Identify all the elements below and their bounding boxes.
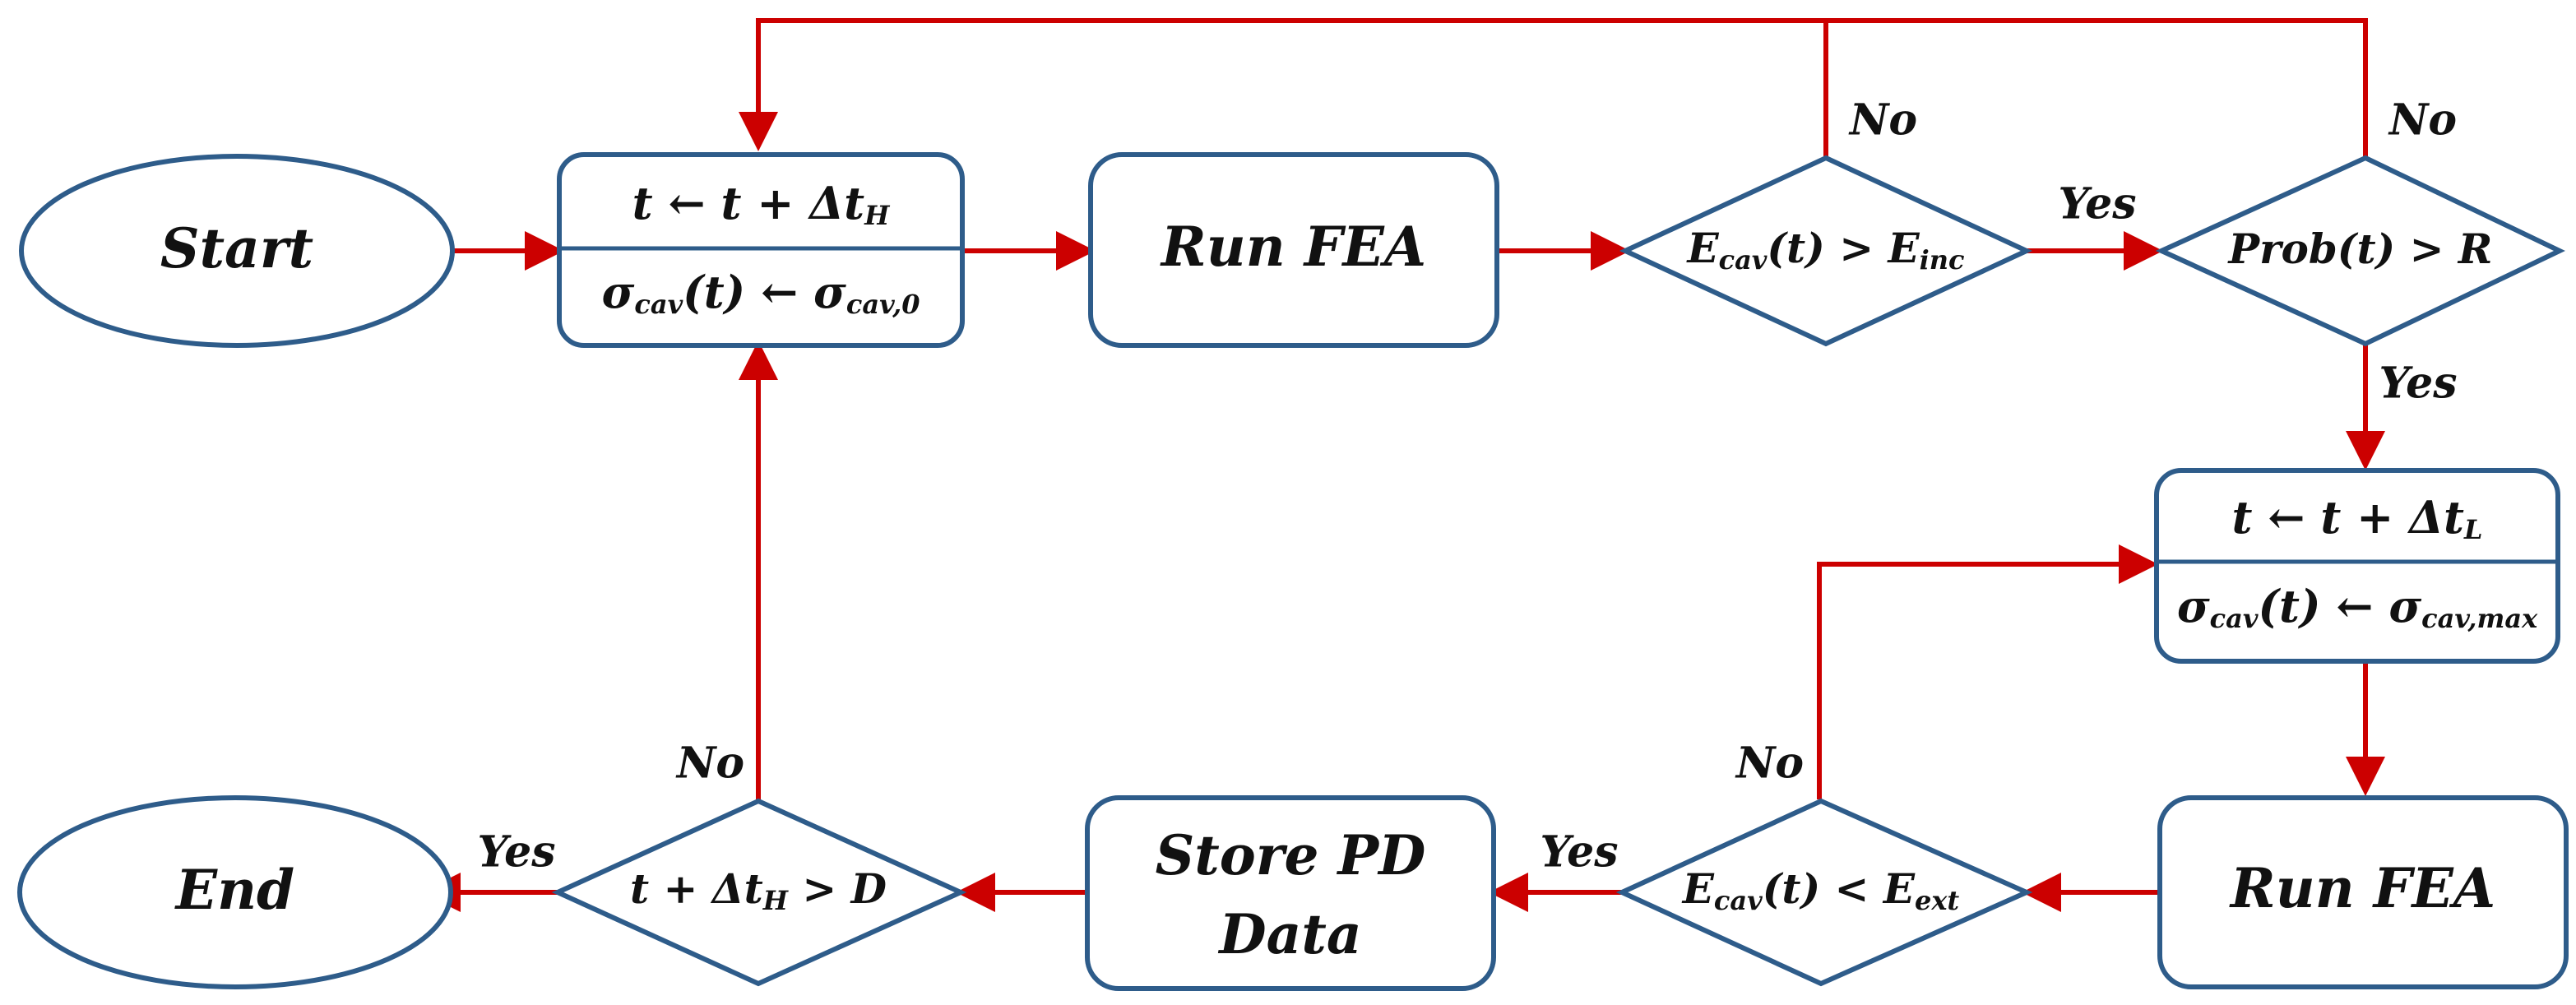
label-no-ext: No bbox=[1735, 739, 1804, 789]
init-line1: t ← t + ΔtH bbox=[632, 177, 891, 230]
edge-labels: No No Yes Yes No Yes No Yes bbox=[478, 95, 2458, 878]
arrow-feedback-top bbox=[739, 18, 2368, 156]
label-no-prob: No bbox=[2388, 95, 2457, 146]
label-no-inc: No bbox=[1848, 95, 1917, 146]
store-label-line2: Data bbox=[1217, 902, 1361, 966]
fea1-label: Run FEA bbox=[1160, 215, 1426, 279]
cond-end-node: t + ΔtH > D bbox=[551, 798, 967, 987]
label-no-end: No bbox=[675, 739, 744, 789]
label-yes-end: Yes bbox=[478, 827, 556, 878]
end-label: End bbox=[174, 858, 294, 922]
cond-prob-node: Prob(t) > R bbox=[2155, 155, 2565, 347]
start-node: Start bbox=[19, 154, 455, 348]
cond-inc-node: Ecav(t) > Einc bbox=[1619, 155, 2033, 347]
store-label-line1: Store PD bbox=[1156, 823, 1426, 887]
update-line1: t ← t + ΔtL bbox=[2232, 491, 2483, 544]
update-line2: σcav(t) ← σcav,max bbox=[2177, 580, 2538, 633]
cond-ext-label: Ecav(t) < Eext bbox=[1681, 864, 1960, 916]
fea2-node: Run FEA bbox=[2157, 795, 2569, 989]
label-yes-inc: Yes bbox=[2059, 179, 2137, 229]
cond-prob-label: Prob(t) > R bbox=[2227, 225, 2493, 273]
cond-end-label: t + ΔtH > D bbox=[630, 864, 887, 916]
label-yes-prob: Yes bbox=[2379, 359, 2458, 409]
cond-inc-label: Ecav(t) > Einc bbox=[1685, 224, 1964, 276]
init-node: t ← t + ΔtH σcav(t) ← σcav,0 bbox=[557, 152, 965, 348]
fea2-label: Run FEA bbox=[2229, 856, 2495, 920]
store-node: Store PD Data bbox=[1085, 795, 1496, 991]
arrow-cond-ext-no-to-update bbox=[1817, 544, 2158, 799]
cond-ext-node: Ecav(t) < Eext bbox=[1615, 798, 2033, 987]
label-yes-ext: Yes bbox=[1541, 827, 1619, 878]
fea1-node: Run FEA bbox=[1088, 152, 1499, 348]
end-node: End bbox=[17, 795, 453, 989]
update-node: t ← t + ΔtL σcav(t) ← σcav,max bbox=[2154, 468, 2560, 664]
start-label: Start bbox=[160, 216, 313, 280]
init-line2: σcav(t) ← σcav,0 bbox=[602, 266, 920, 319]
